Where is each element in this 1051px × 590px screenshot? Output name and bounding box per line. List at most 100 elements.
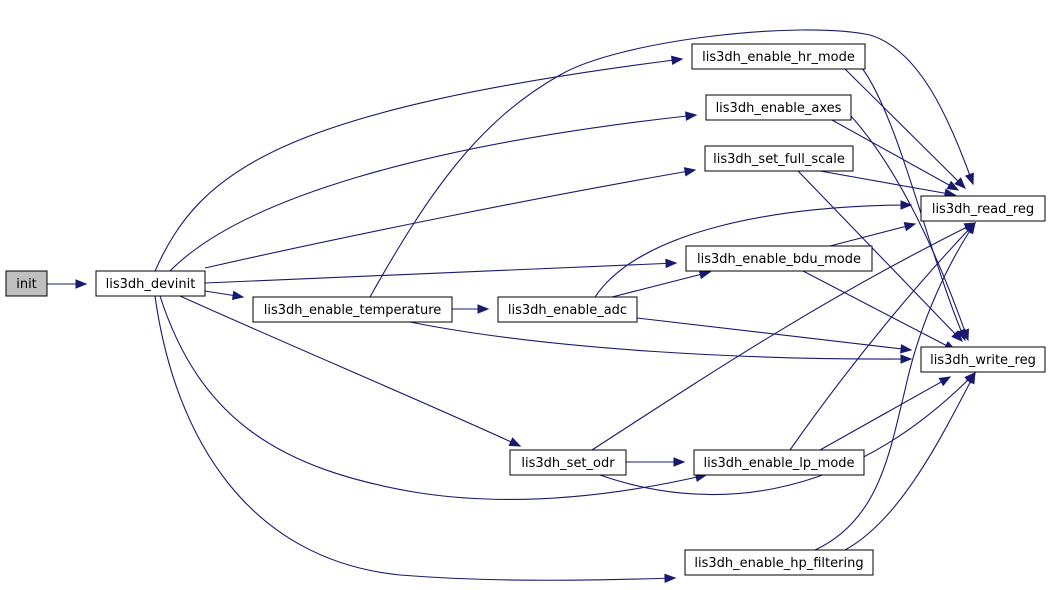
node-label: lis3dh_enable_hp_filtering [694, 556, 863, 571]
node-adc[interactable]: lis3dh_enable_adc [497, 296, 638, 323]
arrowhead [954, 177, 966, 189]
edge-devinit-bdu [204, 258, 678, 284]
arrowhead [960, 328, 970, 342]
node-devinit[interactable]: lis3dh_devinit [95, 270, 206, 297]
node-box [920, 346, 1046, 373]
node-read[interactable]: lis3dh_read_reg [920, 195, 1046, 222]
edge-devinit-odr [179, 295, 522, 447]
node-label: lis3dh_devinit [106, 277, 196, 292]
edge-fs-read [819, 170, 957, 198]
edge-axes-write [849, 114, 970, 342]
edge-line [819, 376, 951, 451]
node-label: lis3dh_enable_hr_mode [702, 50, 855, 65]
edge-hr-read [844, 68, 966, 189]
arrowhead [665, 258, 678, 269]
node-box [95, 270, 206, 297]
edge-adc-bdu [611, 270, 712, 298]
arrowhead [946, 180, 960, 191]
node-fs[interactable]: lis3dh_set_full_scale [704, 145, 854, 172]
edge-line [861, 67, 966, 341]
edge-devinit-hp [154, 295, 677, 584]
arrowhead [964, 172, 974, 186]
node-write[interactable]: lis3dh_write_reg [920, 346, 1046, 373]
edge-line [611, 271, 711, 298]
edge-line [159, 295, 707, 501]
edge-line [797, 170, 963, 342]
edge-lp-write [819, 376, 952, 451]
node-box [684, 549, 874, 576]
arrowhead [75, 279, 88, 289]
edge-odr-write [599, 372, 976, 496]
edge-devinit-temp [204, 290, 245, 301]
node-hp[interactable]: lis3dh_enable_hp_filtering [684, 549, 874, 576]
edge-line [154, 295, 676, 581]
node-label: lis3dh_set_full_scale [713, 152, 845, 167]
arrowhead [900, 344, 913, 354]
node-odr[interactable]: lis3dh_set_odr [509, 449, 627, 476]
arrowhead [685, 111, 698, 121]
node-box [685, 245, 873, 272]
edge-axes-read [831, 119, 960, 191]
edge-line [369, 29, 974, 298]
nodes: init lis3dh_devinit lis3dh_enable_hr_model… [5, 43, 1046, 576]
node-box [497, 296, 638, 323]
edge-line [169, 114, 697, 272]
edge-line [179, 295, 521, 447]
arrowhead [900, 200, 913, 210]
edge-line [829, 223, 916, 247]
arrowhead [670, 55, 684, 66]
arrowhead [683, 167, 697, 177]
node-box [704, 145, 854, 172]
edge-devinit-hr [154, 55, 684, 272]
edge-line [594, 204, 912, 298]
edge-line [789, 222, 976, 451]
node-label: lis3dh_enable_bdu_mode [697, 252, 861, 267]
edge-temp-write [409, 321, 913, 364]
arrowhead [231, 290, 245, 301]
arrowhead [903, 222, 917, 232]
node-label: lis3dh_enable_lp_mode [703, 456, 854, 471]
node-hr[interactable]: lis3dh_enable_hr_mode [691, 43, 866, 70]
node-lp[interactable]: lis3dh_enable_lp_mode [693, 449, 865, 476]
arrowhead [938, 376, 952, 387]
arrowhead [698, 270, 712, 280]
edge-line [831, 119, 959, 191]
edge-hp-write [844, 371, 976, 551]
edge-odr-lp [626, 457, 686, 467]
edge-bdu-read [829, 222, 917, 247]
edge-hp-read [814, 221, 976, 551]
edge-temp-adc [452, 304, 490, 314]
arrowhead [965, 221, 976, 235]
node-label: lis3dh_enable_adc [508, 303, 627, 318]
edge-line [802, 270, 956, 351]
node-box [920, 195, 1046, 222]
node-box [252, 296, 453, 323]
edge-line [591, 222, 976, 451]
edge-line [599, 372, 976, 496]
node-label: lis3dh_set_odr [521, 456, 615, 471]
arrowhead [900, 354, 913, 364]
arrowhead [673, 457, 686, 467]
edge-devinit-fs [204, 167, 697, 269]
edge-line [849, 114, 969, 341]
node-box [509, 449, 627, 476]
edge-line [819, 170, 956, 196]
edge-adc-write [636, 317, 913, 354]
node-axes[interactable]: lis3dh_enable_axes [705, 94, 852, 121]
node-box [693, 449, 865, 476]
edge-fs-write [797, 170, 963, 342]
node-bdu[interactable]: lis3dh_enable_bdu_mode [685, 245, 873, 272]
node-temp[interactable]: lis3dh_enable_temperature [252, 296, 453, 323]
edge-devinit-axes [169, 111, 698, 272]
edge-line [844, 68, 966, 189]
edge-adc-read [594, 200, 913, 298]
node-init: init [5, 270, 48, 297]
node-box [5, 270, 48, 297]
arrowhead [664, 573, 677, 584]
arrowhead [477, 304, 490, 314]
edge-init-devinit [47, 279, 88, 289]
edge-line [154, 58, 683, 272]
edge-line [814, 222, 976, 551]
node-label: lis3dh_enable_temperature [264, 303, 442, 318]
